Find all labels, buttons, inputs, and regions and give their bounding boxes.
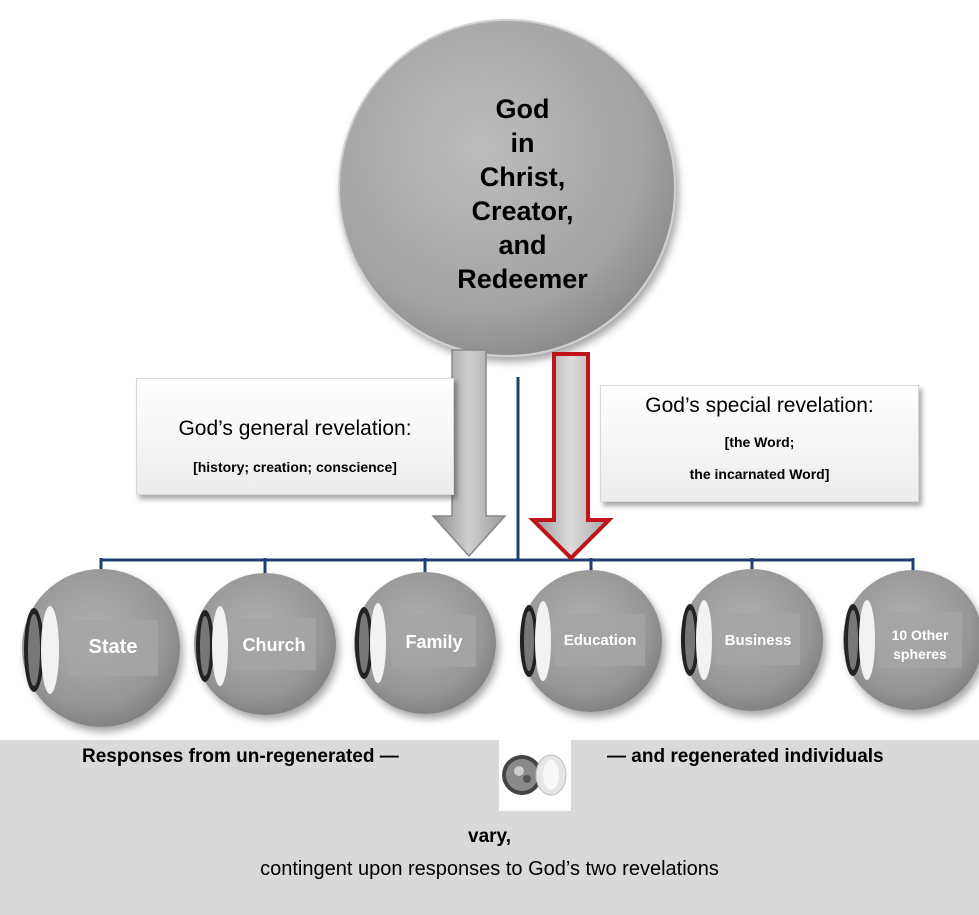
god-line: Creator, xyxy=(471,196,574,226)
sphere-label-family: Family xyxy=(405,632,463,652)
special-revelation-subtitle-line2: the incarnated Word] xyxy=(689,466,830,482)
general-revelation-arrow xyxy=(431,349,507,558)
responses-right-text: — and regenerated individuals xyxy=(607,746,884,767)
god-line: Christ, xyxy=(479,162,566,192)
connector-lines xyxy=(99,377,915,575)
sphere-label-state: State xyxy=(88,636,138,658)
special-revelation-arrow xyxy=(528,352,614,561)
sphere-church xyxy=(194,573,336,715)
sphere-label-other-line1: 10 Other xyxy=(891,627,949,643)
sphere-state xyxy=(22,569,180,727)
responses-left-text: Responses from un-regenerated — xyxy=(82,746,399,767)
god-line: in xyxy=(510,128,535,158)
sphere-label-church: Church xyxy=(242,635,306,655)
god-circle xyxy=(338,19,676,357)
general-revelation-subtitle: [history; creation; conscience] xyxy=(193,459,397,475)
special-revelation-subtitle-line1: [the Word; xyxy=(724,434,795,450)
god-title: God in Christ, Creator, and Redeemer xyxy=(420,92,625,296)
sphere-business xyxy=(681,569,823,711)
sphere-other xyxy=(843,570,979,710)
sphere-family xyxy=(354,572,496,714)
general-revelation-title: God’s general revelation: xyxy=(178,417,412,440)
god-line: Redeemer xyxy=(457,264,588,294)
responses-vary-text: vary, xyxy=(468,826,511,847)
responses-contingent-text: contingent upon responses to God’s two r… xyxy=(260,858,719,880)
regeneration-icon xyxy=(499,739,571,811)
general-revelation-box: God’s general revelation: [history; crea… xyxy=(136,378,454,495)
sphere-label-other: 10 Other spheres xyxy=(878,626,962,664)
special-revelation-box: God’s special revelation: [the Word; the… xyxy=(600,385,919,502)
responses-panel xyxy=(0,740,979,915)
sphere-label-other-line2: spheres xyxy=(893,646,947,662)
sphere-label-education: Education xyxy=(563,632,637,649)
sphere-education xyxy=(520,570,662,712)
god-line: and xyxy=(498,230,547,260)
sphere-label-business: Business xyxy=(724,632,792,649)
god-line: God xyxy=(495,94,550,124)
special-revelation-title: God’s special revelation: xyxy=(645,394,874,417)
